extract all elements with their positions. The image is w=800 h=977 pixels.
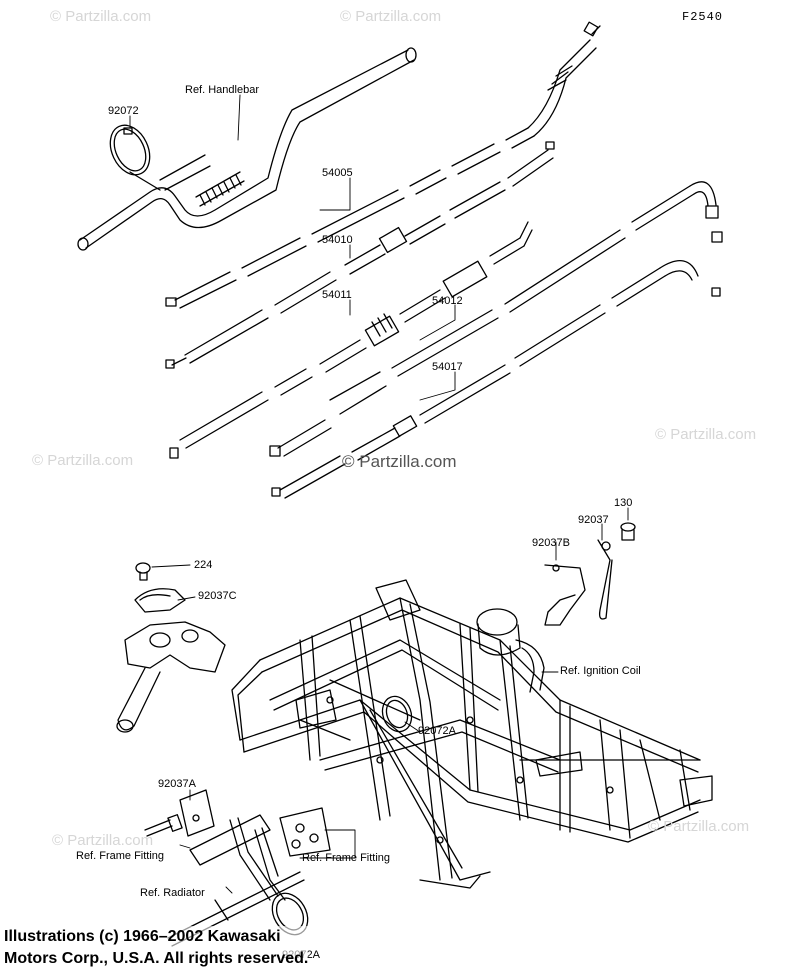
label-ref-radiator[interactable]: Ref. Radiator [140, 887, 205, 899]
label-part-92037[interactable]: 92037 [578, 514, 609, 526]
watermark: © Partzilla.com [52, 832, 154, 849]
cable-54017 [271, 260, 721, 499]
cable-54011 [169, 221, 533, 459]
label-ref-frame-fitting-right[interactable]: Ref. Frame Fitting [302, 852, 391, 864]
leader-lines [129, 94, 629, 894]
label-part-92072[interactable]: 92072 [108, 105, 139, 117]
label-part-92072a-mid[interactable]: 92072A [418, 725, 456, 737]
center-watermark: © Partzilla.com [342, 452, 457, 471]
ignition-coil-drawing [476, 522, 636, 693]
watermark: © Partzilla.com [648, 818, 750, 835]
handlebar-drawing [77, 47, 417, 251]
cable-54012 [269, 181, 723, 457]
label-ref-ignition-coil[interactable]: Ref. Ignition Coil [560, 665, 641, 677]
label-part-92037b[interactable]: 92037B [532, 537, 570, 549]
label-ref-frame-fitting-left[interactable]: Ref. Frame Fitting [76, 850, 165, 862]
copyright-line-2: Motors Corp., U.S.A. All rights reserved… [4, 950, 309, 967]
watermark: © Partzilla.com [32, 452, 134, 469]
copyright-line-1: Illustrations (c) 1966–2002 Kawasaki [4, 928, 281, 945]
label-part-92037a[interactable]: 92037A [158, 778, 196, 790]
label-part-54010[interactable]: 54010 [322, 234, 353, 246]
copyright-notice: Illustrations (c) 1966–2002 Kawasaki Mot… [4, 926, 309, 970]
label-part-54012[interactable]: 54012 [432, 295, 463, 307]
watermark: © Partzilla.com [655, 426, 757, 443]
label-part-54017[interactable]: 54017 [432, 361, 463, 373]
frame-drawing [231, 579, 713, 889]
cable-54010 [165, 141, 555, 369]
label-part-130[interactable]: 130 [614, 497, 633, 509]
label-ref-handlebar[interactable]: Ref. Handlebar [185, 84, 259, 96]
label-part-54005[interactable]: 54005 [322, 167, 353, 179]
watermark: © Partzilla.com [340, 8, 442, 25]
watermark: © Partzilla.com [50, 8, 152, 25]
cable-54005 [165, 21, 601, 309]
throttle-bracket-drawing [116, 562, 226, 733]
label-part-92037c[interactable]: 92037C [198, 590, 237, 602]
label-part-224[interactable]: 224 [194, 559, 213, 571]
figure-id: F2540 [682, 10, 724, 24]
label-part-54011[interactable]: 54011 [322, 289, 352, 301]
lower-brackets-drawing [144, 789, 331, 947]
